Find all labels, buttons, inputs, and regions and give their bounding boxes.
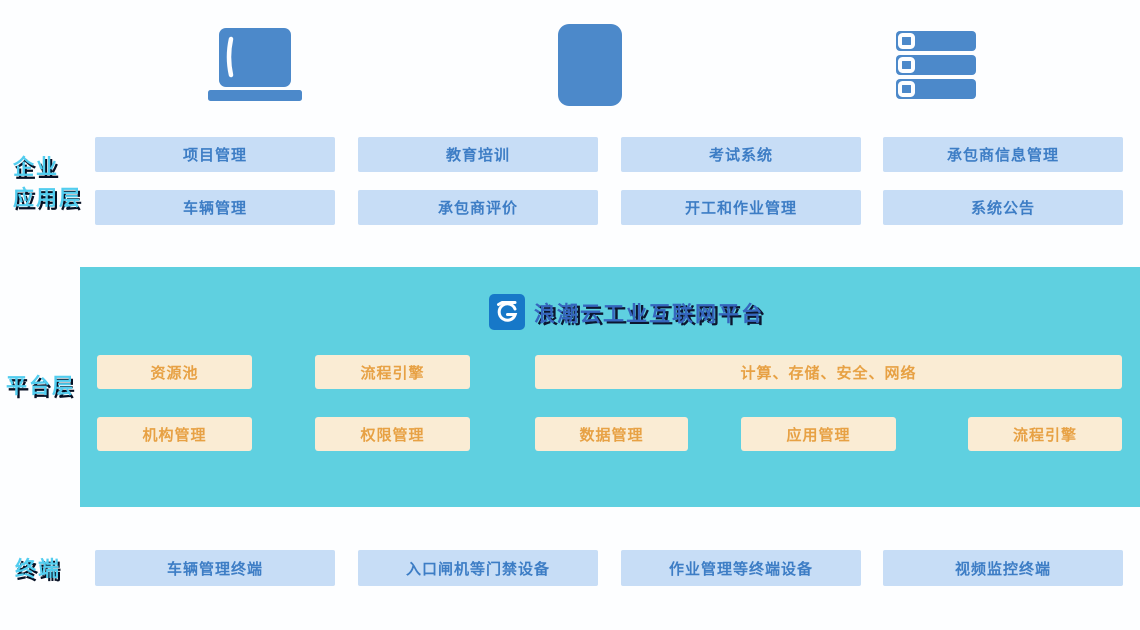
desktop-terminal-icon bbox=[208, 28, 302, 101]
process-engine-box: 流程引擎 bbox=[315, 355, 470, 389]
vehicle-management-box: 车辆管理 bbox=[95, 190, 335, 225]
system-announcement-box: 系统公告 bbox=[883, 190, 1123, 225]
platform-title: 浪潮云工业互联网平台 bbox=[534, 303, 764, 326]
terminal-layer-label: 终端 bbox=[15, 558, 61, 581]
contractor-info-management-box: 承包商信息管理 bbox=[883, 137, 1123, 172]
tablet-device-icon bbox=[558, 24, 622, 106]
enterprise-label-line1: 企业 bbox=[13, 156, 59, 179]
process-engine-box-2: 流程引擎 bbox=[968, 417, 1122, 451]
enterprise-label-line2: 应用层 bbox=[13, 187, 82, 210]
resource-pool-box: 资源池 bbox=[97, 355, 252, 389]
project-management-box: 项目管理 bbox=[95, 137, 335, 172]
operation-management-terminal-devices-box: 作业管理等终端设备 bbox=[621, 550, 861, 586]
inspur-cloud-logo-icon bbox=[489, 294, 525, 330]
video-surveillance-terminal-box: 视频监控终端 bbox=[883, 550, 1123, 586]
platform-layer-panel: 浪潮云工业互联网平台 资源池 流程引擎 计算、存储、安全、网络 机构管理 权限管… bbox=[80, 267, 1140, 507]
education-training-box: 教育培训 bbox=[358, 137, 598, 172]
compute-storage-security-network-box: 计算、存储、安全、网络 bbox=[535, 355, 1122, 389]
permission-management-box: 权限管理 bbox=[315, 417, 470, 451]
organization-management-box: 机构管理 bbox=[97, 417, 252, 451]
data-management-box: 数据管理 bbox=[535, 417, 688, 451]
entrance-gate-access-devices-box: 入口闸机等门禁设备 bbox=[358, 550, 598, 586]
vehicle-management-terminal-box: 车辆管理终端 bbox=[95, 550, 335, 586]
server-stack-icon bbox=[894, 31, 976, 99]
work-start-operation-management-box: 开工和作业管理 bbox=[621, 190, 861, 225]
platform-layer-label: 平台层 bbox=[6, 375, 75, 398]
enterprise-app-layer-label: 企业 应用层 bbox=[13, 152, 82, 214]
application-management-box: 应用管理 bbox=[741, 417, 896, 451]
exam-system-box: 考试系统 bbox=[621, 137, 861, 172]
contractor-evaluation-box: 承包商评价 bbox=[358, 190, 598, 225]
